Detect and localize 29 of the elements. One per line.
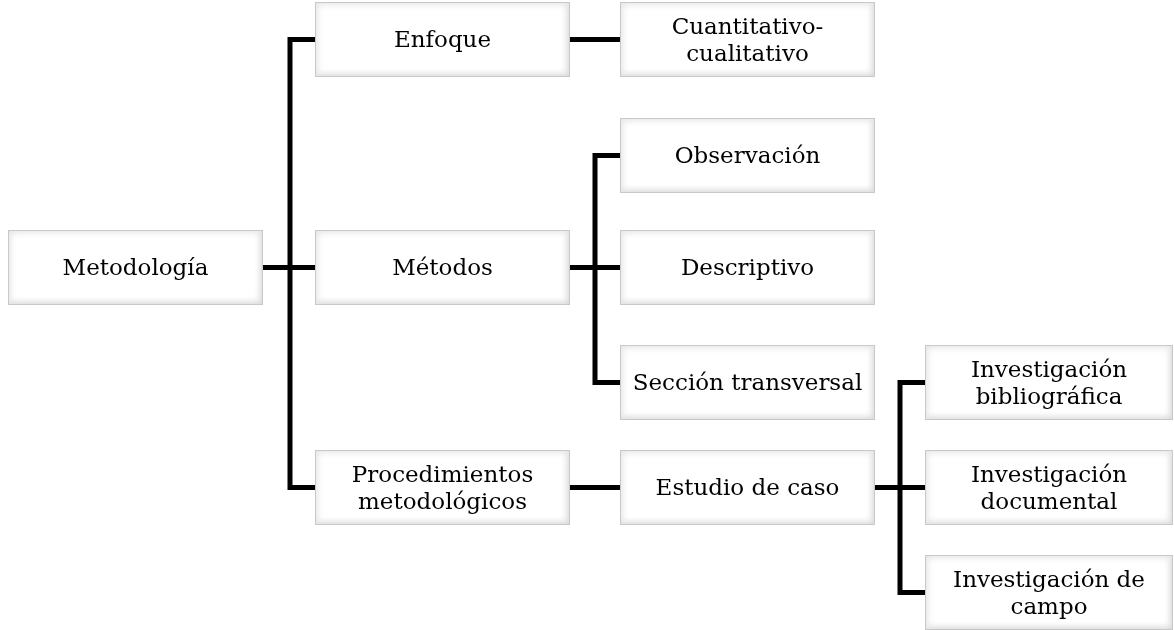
connector-line: [875, 485, 925, 595]
box-label: Cuantitativo-cualitativo: [670, 13, 825, 66]
box-label: Investigación documental: [969, 461, 1129, 514]
box-label: Procedimientos metodológicos: [350, 461, 535, 514]
connector-line: [263, 265, 315, 490]
box-label: Investigación bibliográfica: [969, 356, 1129, 409]
box-label: Estudio de caso: [655, 474, 840, 501]
box-label: Métodos: [392, 254, 493, 281]
process-box: [620, 118, 875, 193]
process-box: [620, 2, 875, 77]
process-box: [620, 230, 875, 305]
connector-line: [570, 37, 620, 42]
connector-line: [570, 485, 620, 490]
process-box: [925, 450, 1173, 525]
process-box: [315, 450, 570, 525]
box-label: Sección transversal: [632, 369, 863, 396]
box-label: Descriptivo: [680, 254, 815, 281]
box-label: Investigación de campo: [952, 566, 1146, 619]
box-label: Enfoque: [393, 26, 492, 53]
process-box: [620, 450, 875, 525]
process-box: [620, 345, 875, 420]
process-box: [315, 2, 570, 77]
process-box: [315, 230, 570, 305]
process-box: [8, 230, 263, 305]
process-box: [925, 345, 1173, 420]
box-label: Observación: [674, 142, 821, 169]
process-box: [925, 555, 1173, 630]
box-label: Metodología: [62, 254, 209, 281]
connector-line: [570, 265, 620, 385]
